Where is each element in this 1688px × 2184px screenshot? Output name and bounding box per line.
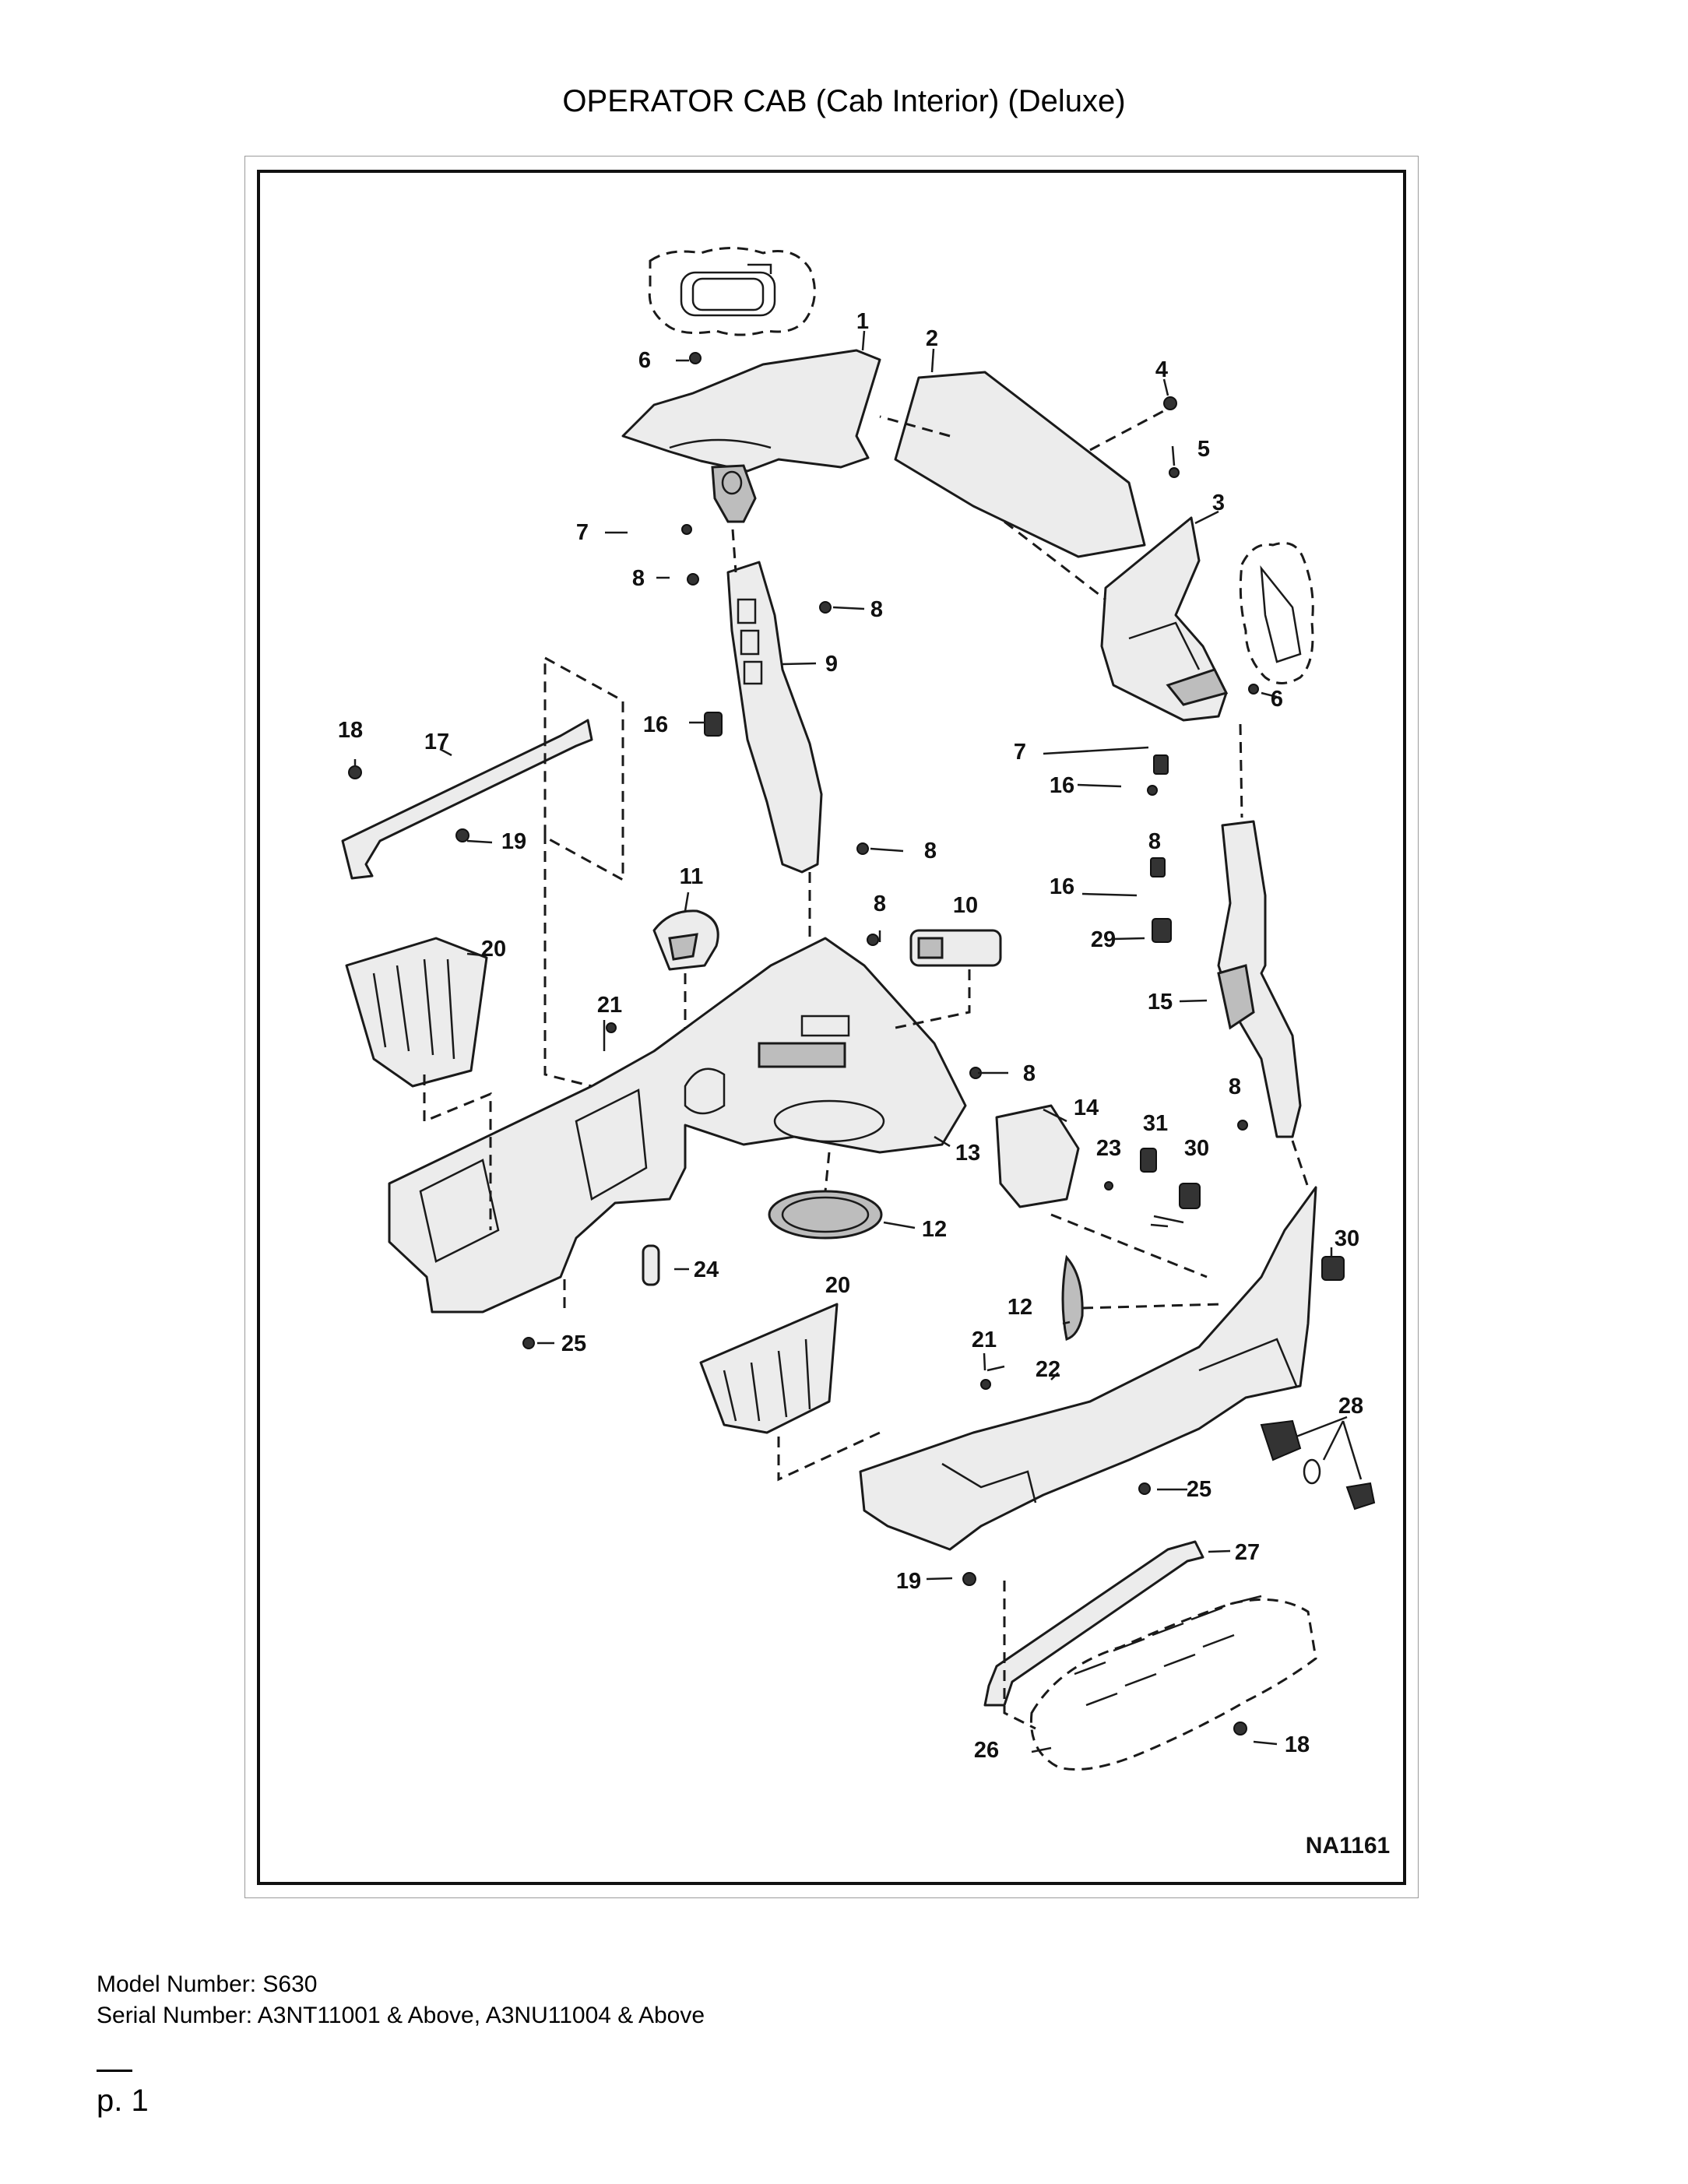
page-number: p. 1 [97, 2084, 149, 2118]
part-9-left-post-trim [726, 561, 823, 874]
part-1-upper-cover [621, 349, 881, 523]
detail-inset-right [1239, 542, 1314, 684]
callout-labels: 1 2 3 4 5 6 6 7 7 8 8 8 8 8 8 8 9 10 11 … [338, 309, 1363, 1763]
callout-27: 27 [1235, 1540, 1260, 1565]
figure-id: NA1161 [1306, 1833, 1390, 1859]
callout-8-c: 8 [924, 839, 937, 863]
callout-2: 2 [926, 326, 938, 351]
serial-number: Serial Number: A3NT11001 & Above, A3NU11… [97, 2003, 705, 2028]
assembly-dashed-lines [423, 407, 1310, 1730]
callout-13: 13 [955, 1141, 980, 1166]
callout-7-left: 7 [576, 520, 589, 545]
callout-3: 3 [1212, 491, 1225, 515]
part-26-lower-cover [1029, 1595, 1317, 1771]
exploded-parts-diagram: 1 2 3 4 5 6 6 7 7 8 8 8 8 8 8 8 9 10 11 … [338, 247, 1390, 1859]
callout-12-center: 12 [922, 1217, 947, 1242]
part-28-knob-set [1260, 1419, 1376, 1511]
part-12-speaker-grille-side [1061, 1254, 1084, 1341]
callout-26: 26 [974, 1738, 999, 1763]
callout-8-f: 8 [1148, 829, 1161, 854]
callout-20-left: 20 [481, 937, 506, 962]
callout-7-right: 7 [1014, 740, 1026, 765]
callout-5: 5 [1197, 437, 1210, 462]
figure-inner-border [257, 170, 1406, 1885]
callout-19-lower: 19 [896, 1569, 921, 1594]
callout-12-side: 12 [1008, 1295, 1032, 1320]
part-15-right-post-trim [1217, 820, 1302, 1138]
model-number: Model Number: S630 [97, 1971, 318, 1997]
callout-8-g: 8 [1229, 1074, 1241, 1099]
callout-6-right: 6 [1271, 687, 1283, 712]
callout-30-b: 30 [1335, 1226, 1359, 1251]
detail-inset-top [648, 247, 816, 336]
callout-25-right: 25 [1187, 1477, 1211, 1502]
callout-22: 22 [1036, 1357, 1060, 1382]
callout-11: 11 [680, 864, 704, 889]
callout-19-left: 19 [501, 829, 526, 854]
part-20-storage-basket-center [699, 1303, 839, 1434]
part-17-bracket [341, 719, 593, 880]
part-12-speaker-grille [768, 1190, 883, 1240]
callout-18-left: 18 [338, 718, 363, 743]
part-22-right-console [859, 1186, 1317, 1551]
part-2-headliner [894, 371, 1146, 558]
callout-14: 14 [1074, 1096, 1099, 1120]
callout-1: 1 [856, 309, 869, 334]
part-24-clip [642, 1244, 660, 1286]
callout-25-left: 25 [561, 1331, 586, 1356]
callout-8-b: 8 [870, 597, 883, 622]
callout-29: 29 [1091, 927, 1116, 952]
hardware-items [348, 352, 1345, 1736]
page-number-rule [97, 2070, 132, 2072]
part-20-storage-basket-left [345, 937, 488, 1088]
callout-10: 10 [953, 893, 978, 918]
callout-8-e: 8 [1023, 1061, 1036, 1086]
callout-23: 23 [1096, 1136, 1121, 1161]
figure-outer-border [244, 156, 1419, 1898]
callout-9: 9 [825, 652, 838, 677]
part-14-storage-pocket [995, 1104, 1080, 1208]
part-3-upper-right-cover [1100, 516, 1229, 722]
callout-8-a: 8 [632, 566, 645, 591]
callout-20-center: 20 [825, 1273, 850, 1298]
callout-24: 24 [694, 1257, 719, 1282]
part-10-switch-panel [909, 929, 1002, 967]
callout-21-left: 21 [597, 993, 622, 1018]
callout-16-b: 16 [1050, 773, 1074, 798]
part-11-cup-holder [652, 909, 719, 971]
callout-18-lower: 18 [1285, 1732, 1310, 1757]
callout-31: 31 [1143, 1111, 1168, 1136]
page-title: OPERATOR CAB (Cab Interior) (Deluxe) [562, 84, 1126, 118]
callout-28: 28 [1338, 1394, 1363, 1419]
callout-15: 15 [1148, 990, 1173, 1015]
callout-6-left: 6 [638, 348, 651, 373]
callout-8-d: 8 [874, 892, 886, 916]
callout-16-c: 16 [1050, 874, 1074, 899]
callout-30-a: 30 [1184, 1136, 1209, 1161]
part-13-center-console [388, 937, 967, 1314]
callout-leaders [353, 330, 1363, 1753]
callout-17: 17 [424, 730, 449, 754]
callout-16-a: 16 [643, 712, 668, 737]
callout-4: 4 [1155, 357, 1168, 382]
part-27-bracket [983, 1540, 1204, 1707]
callout-21-center: 21 [972, 1328, 997, 1352]
